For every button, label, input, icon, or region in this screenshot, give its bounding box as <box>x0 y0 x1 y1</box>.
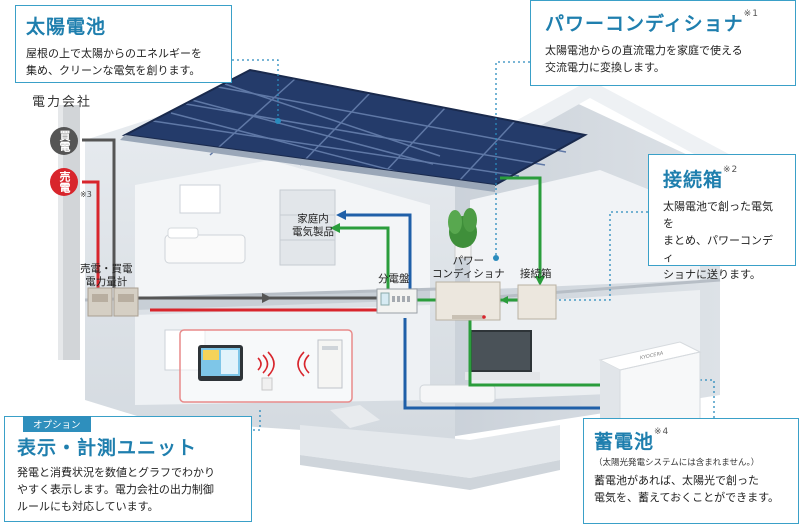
battery-sub: （太陽光発電システムには含まれません。） <box>594 458 760 468</box>
pcs-title: パワーコンディショナ <box>545 13 744 35</box>
wire-battery-blue <box>403 318 600 410</box>
wire-sell <box>82 180 100 288</box>
wire-panel-appliance <box>338 226 390 290</box>
power-meters <box>87 287 139 317</box>
junction-title: 接続箱 <box>663 169 724 191</box>
sell-power-badge: 売電 <box>50 168 78 196</box>
buy-power-text: 買電 <box>58 130 71 152</box>
callout-display: オプション 表示・計測ユニット 発電と消費状況を数値とグラフでわかり やすく表示… <box>4 416 252 522</box>
pcs-note: ※1 <box>743 9 759 19</box>
junction-line3: ショナに送ります。 <box>663 268 761 281</box>
callout-junction: 接続箱※2 太陽電池で創った電気を まとめ、パワーコンディ ショナに送ります。 <box>648 154 796 281</box>
pcs-body: 太陽電池からの直流電力を家庭で使える 交流電力に変換します。 <box>545 42 781 76</box>
buy-power-badge: 買電 <box>50 127 78 155</box>
sell-power-note: ※3 <box>80 190 92 199</box>
callout-solar: 太陽電池 屋根の上で太陽からのエネルギーを 集め、クリーンな電気を創ります。 <box>15 5 232 83</box>
pcs-device-label: パワー コンディショナ <box>432 255 505 281</box>
junction-line2: まとめ、パワーコンディ <box>663 234 773 264</box>
solar-line1: 屋根の上で太陽からのエネルギーを <box>26 47 202 60</box>
battery-line1: 蓄電池があれば、太陽光で創った <box>594 474 759 487</box>
callout-battery: 蓄電池※4 （太陽光発電システムには含まれません。） 蓄電池があれば、太陽光で創… <box>583 418 799 524</box>
display-body: 発電と消費状況を数値とグラフでわかり やすく表示します。電力会社の出力制御 ルー… <box>17 464 239 515</box>
battery-body: 蓄電池があれば、太陽光で創った 電気を、蓄えておくことができます。 <box>594 472 788 506</box>
display-title: 表示・計測ユニット <box>17 437 198 459</box>
sell-power-text: 売電 <box>58 171 71 193</box>
battery-title-wrap: 蓄電池※4 <box>594 427 788 454</box>
meter-label: 売電・買電 電力量計 <box>80 263 133 289</box>
wire-buy <box>82 138 116 288</box>
display-line3: ルールにも対応しています。 <box>17 500 159 513</box>
roof-edge <box>430 80 740 182</box>
house-base <box>300 425 560 478</box>
wire-appliance-blue <box>343 213 412 290</box>
junction-note: ※2 <box>723 165 739 175</box>
meter-label-line2: 電力量計 <box>85 276 128 288</box>
shelf <box>279 189 336 266</box>
sofa <box>419 384 496 404</box>
power-conditioner <box>435 281 501 321</box>
pcs-title-wrap: パワーコンディショナ※1 <box>545 9 781 36</box>
panel-label: 分電盤 <box>378 273 410 285</box>
pcs-device-label-line2: コンディショナ <box>432 268 505 280</box>
distribution-panel <box>376 288 418 314</box>
leader-solar <box>232 59 279 120</box>
leader-junction <box>540 211 648 301</box>
junction-title-wrap: 接続箱※2 <box>663 165 781 192</box>
callout-pcs: パワーコンディショナ※1 太陽電池からの直流電力を家庭で使える 交流電力に変換し… <box>530 0 796 86</box>
appliance-label: 家庭内 電気製品 <box>292 213 334 239</box>
measurement-unit <box>317 339 343 389</box>
utility-label: 電力会社 <box>32 95 93 110</box>
junction-box <box>517 284 557 320</box>
solar-line2: 集め、クリーンな電気を創ります。 <box>26 64 201 77</box>
appliance-label-line1: 家庭内 <box>297 213 329 225</box>
plant <box>448 208 477 259</box>
junction-line1: 太陽電池で創った電気を <box>663 200 773 230</box>
appliance-label-line2: 電気製品 <box>292 226 334 238</box>
battery-note: ※4 <box>654 427 670 437</box>
jbox-device-label: 接続箱 <box>520 268 552 280</box>
pcs-line1: 太陽電池からの直流電力を家庭で使える <box>545 44 743 57</box>
battery-title: 蓄電池 <box>594 431 655 453</box>
option-tag: オプション <box>23 416 91 432</box>
wire-battery-green <box>468 320 600 387</box>
bed <box>164 234 246 264</box>
solar-title: 太陽電池 <box>26 16 107 38</box>
display-line1: 発電と消費状況を数値とグラフでわかり <box>17 466 215 479</box>
pcs-line2: 交流電力に変換します。 <box>545 61 665 74</box>
leader-display <box>248 410 261 431</box>
display-line2: やすく表示します。電力会社の出力制御 <box>17 483 214 496</box>
junction-body: 太陽電池で創った電気を まとめ、パワーコンディ ショナに送ります。 <box>663 198 781 283</box>
battery-line2: 電気を、蓄えておくことができます。 <box>594 491 780 504</box>
wireless-signal <box>257 351 310 377</box>
wire-roof-jbox <box>500 176 542 283</box>
solar-body: 屋根の上で太陽からのエネルギーを 集め、クリーンな電気を創ります。 <box>26 45 221 79</box>
solar-array <box>120 68 588 192</box>
window-upper <box>179 184 221 214</box>
leader-pcs <box>495 61 530 258</box>
pcs-device-label-line1: パワー <box>452 255 485 267</box>
meter-label-line1: 売電・買電 <box>80 263 133 275</box>
display-monitor <box>198 345 243 381</box>
